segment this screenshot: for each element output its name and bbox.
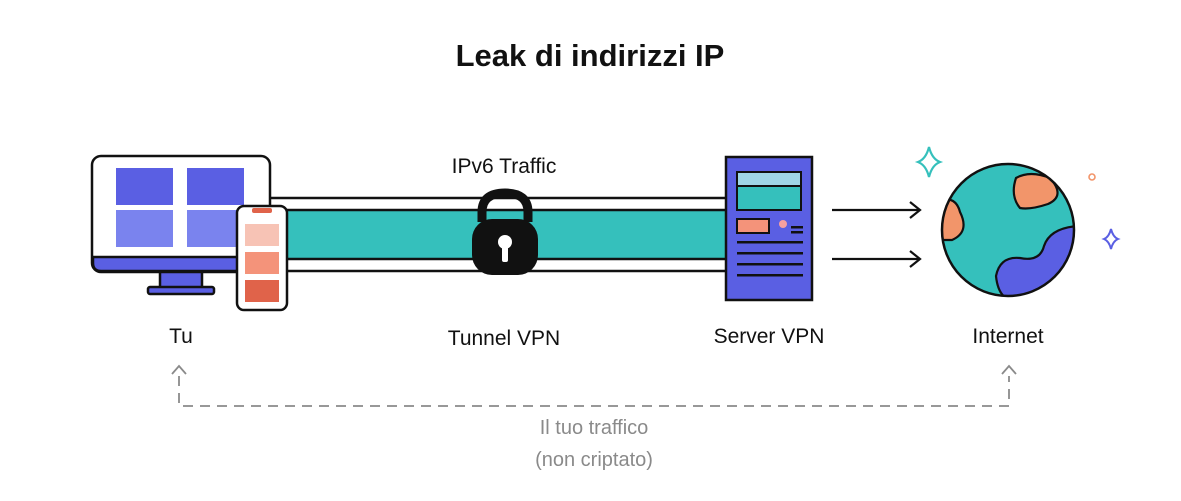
padlock-icon bbox=[472, 188, 538, 275]
label-internet: Internet bbox=[972, 325, 1043, 348]
arrow-icon bbox=[832, 201, 922, 219]
leak-label-line1: Il tuo traffico bbox=[540, 417, 649, 439]
tunnel-traffic-label: IPv6 Traffic bbox=[452, 155, 557, 178]
sparkle-icon bbox=[1101, 228, 1121, 250]
label-server: Server VPN bbox=[714, 325, 825, 348]
leak-label-line2: (non criptato) bbox=[535, 449, 653, 471]
label-tunnel: Tunnel VPN bbox=[448, 327, 560, 350]
globe-icon bbox=[940, 162, 1076, 298]
arrow-icon bbox=[832, 250, 922, 268]
leak-path bbox=[171, 364, 1017, 407]
label-you: Tu bbox=[169, 325, 193, 348]
diagram-title: Leak di indirizzi IP bbox=[456, 38, 725, 73]
phone-icon bbox=[235, 204, 289, 312]
dot-icon bbox=[1088, 173, 1096, 181]
sparkle-icon bbox=[914, 146, 944, 178]
monitor-icon bbox=[90, 154, 272, 296]
server-icon bbox=[724, 155, 814, 302]
